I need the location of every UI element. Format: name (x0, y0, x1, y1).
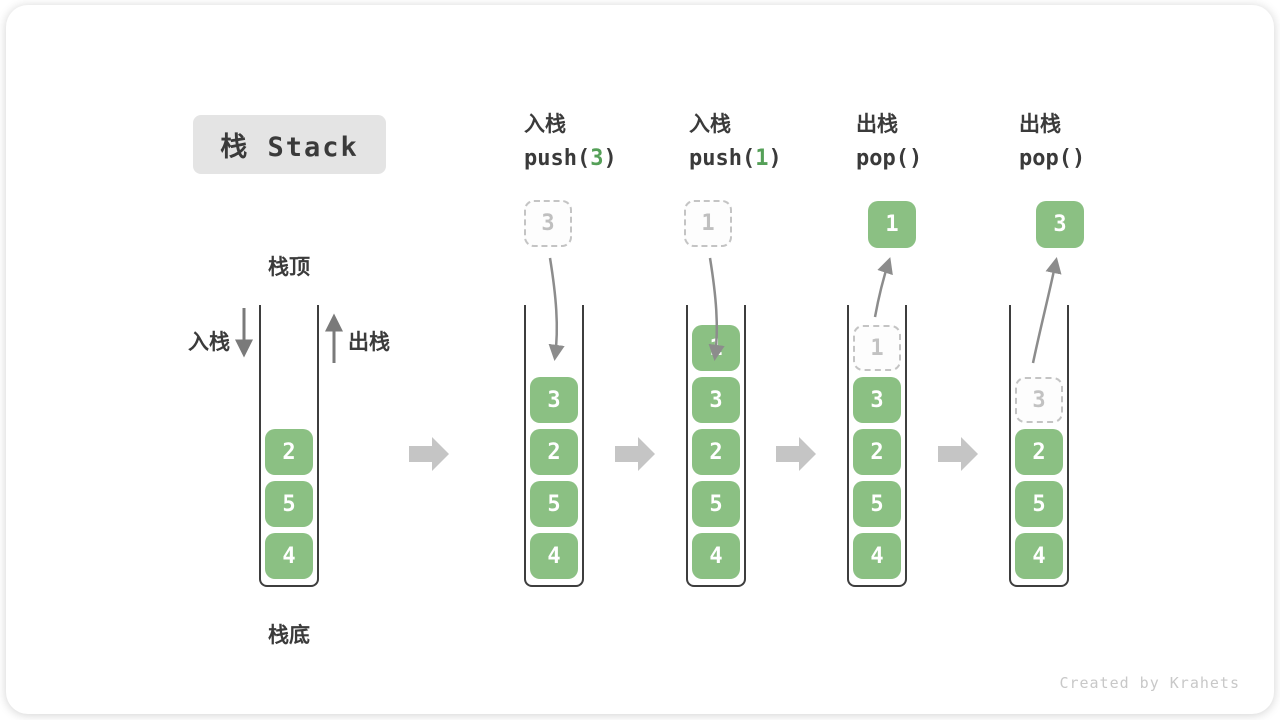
floating-value-box-pop-3: 3 (1036, 201, 1084, 248)
op-label-pop-1: 出栈 pop() (856, 111, 1036, 172)
stack-cell: 2 (530, 429, 578, 475)
stack-cell: 5 (530, 481, 578, 527)
stack-container-1: 2 5 4 (259, 305, 319, 587)
op-label-push-1: 入栈 push(1) (689, 111, 869, 172)
op-arg: 3 (590, 146, 604, 171)
stack-container-3: 1 3 2 5 4 (686, 305, 746, 587)
stack-cell: 4 (1015, 533, 1063, 579)
stack-cell: 4 (265, 533, 313, 579)
floating-value-box-push-1: 1 (684, 200, 732, 247)
ghost-cell: 3 (1015, 377, 1063, 423)
ghost-cell: 1 (853, 325, 901, 371)
stack-bottom-label: 栈底 (268, 623, 310, 647)
op-code: pop() (856, 146, 923, 171)
stack-cell: 2 (692, 429, 740, 475)
step-arrow-icon (938, 437, 978, 471)
credit-text: Created by Krahets (1059, 674, 1240, 692)
op-name: 出栈 (1019, 112, 1061, 136)
op-arg: 1 (755, 146, 769, 171)
op-code: push(3) (524, 146, 617, 171)
stack-cell: 5 (853, 481, 901, 527)
stack-cell: 2 (853, 429, 901, 475)
stack-cell: 3 (530, 377, 578, 423)
stack-cell: 4 (692, 533, 740, 579)
push-side-label: 入栈 (188, 330, 230, 354)
stack-cell: 4 (530, 533, 578, 579)
stack-cell: 1 (692, 325, 740, 371)
stack-container-4: 1 3 2 5 4 (847, 305, 907, 587)
stack-cell: 3 (853, 377, 901, 423)
step-arrow-icon (409, 437, 449, 471)
step-arrow-icon (776, 437, 816, 471)
stack-cell: 2 (265, 429, 313, 475)
op-code: pop() (1019, 146, 1086, 171)
title-badge: 栈 Stack (193, 115, 386, 174)
floating-value-box-push-3: 3 (524, 200, 572, 247)
stack-cell: 5 (265, 481, 313, 527)
stack-cell: 2 (1015, 429, 1063, 475)
op-label-pop-2: 出栈 pop() (1019, 111, 1199, 172)
stack-cell: 5 (692, 481, 740, 527)
diagram-card: 栈 Stack 入栈 push(3) 入栈 push(1) 出栈 pop() 出… (6, 5, 1274, 714)
op-code: push(1) (689, 146, 782, 171)
step-arrow-icon (615, 437, 655, 471)
stack-top-label: 栈顶 (268, 255, 310, 279)
op-name: 入栈 (689, 112, 731, 136)
op-label-push-3: 入栈 push(3) (524, 111, 704, 172)
floating-value-box-pop-1: 1 (868, 201, 916, 248)
stack-cell: 3 (692, 377, 740, 423)
stack-cell: 5 (1015, 481, 1063, 527)
stack-container-2: 3 2 5 4 (524, 305, 584, 587)
page-title: 栈 Stack (220, 132, 359, 163)
pop-side-label: 出栈 (348, 330, 390, 354)
stack-cell: 4 (853, 533, 901, 579)
op-name: 出栈 (856, 112, 898, 136)
op-name: 入栈 (524, 112, 566, 136)
stack-container-5: 3 2 5 4 (1009, 305, 1069, 587)
